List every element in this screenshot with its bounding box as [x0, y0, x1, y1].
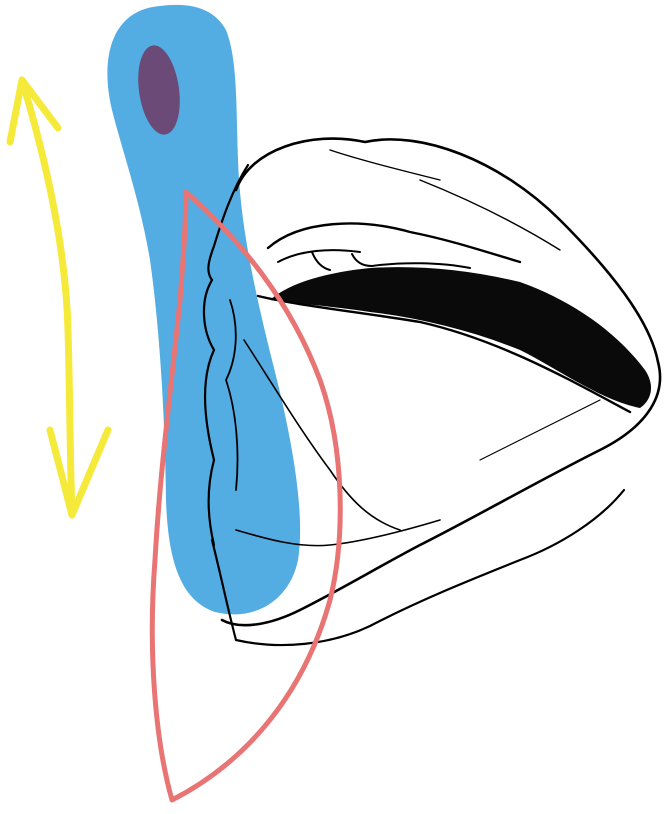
- teeth-outline: [278, 250, 470, 270]
- motion-arrow-shaft: [22, 80, 72, 515]
- upper-lip-edge: [268, 224, 520, 262]
- mouth-interior: [270, 267, 651, 408]
- arrow-down-head-icon: [50, 430, 108, 515]
- lower-lip-texture: [480, 400, 600, 460]
- motion-arrow: [10, 80, 108, 515]
- upper-lip-texture-1: [330, 150, 440, 180]
